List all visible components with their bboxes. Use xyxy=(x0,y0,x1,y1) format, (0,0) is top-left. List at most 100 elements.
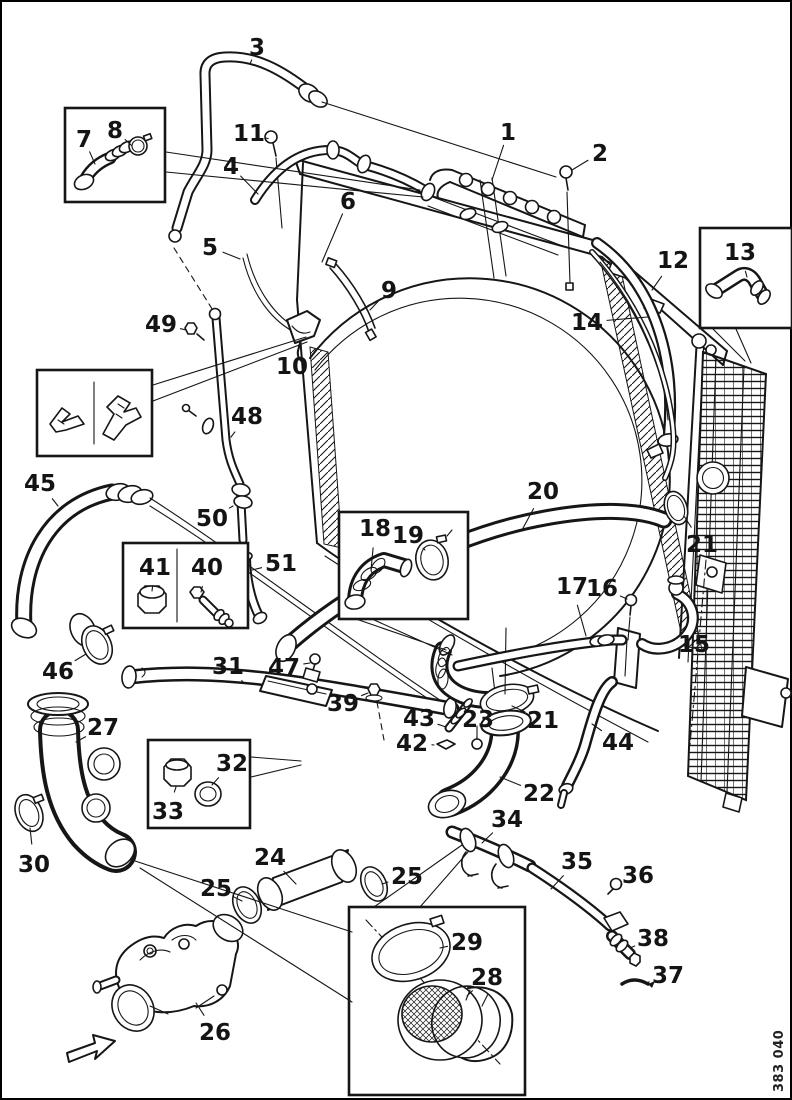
callout-label-21: 21 xyxy=(686,532,718,558)
nut-39 xyxy=(365,683,385,741)
inset-strainer-28-29 xyxy=(347,905,527,1097)
inset-pointer-lines xyxy=(131,151,752,1003)
callout-leader-16 xyxy=(619,595,628,600)
callout-label-24: 24 xyxy=(254,845,286,871)
callout-label-13: 13 xyxy=(724,240,756,266)
callout-leader-34 xyxy=(481,832,494,844)
callout-leader-21 xyxy=(511,705,526,713)
nut-49 xyxy=(184,322,205,341)
figure-number: 383 040 xyxy=(772,1030,787,1092)
callout-leader-29 xyxy=(439,945,449,949)
callout-label-38: 38 xyxy=(637,926,669,952)
callout-leader-28 xyxy=(466,990,474,997)
clamp-21-upper xyxy=(663,490,689,526)
pipe-24-and-clamps-25 xyxy=(231,849,389,924)
callout-label-37: 37 xyxy=(652,963,684,989)
callout-label-3: 3 xyxy=(249,35,265,61)
hose-15 xyxy=(636,575,699,655)
callout-label-18: 18 xyxy=(359,516,391,542)
callout-leader-21 xyxy=(683,515,692,528)
hose-35 xyxy=(526,862,629,932)
radiator-core xyxy=(686,350,792,813)
callout-label-21: 21 xyxy=(527,708,559,734)
callout-leader-6 xyxy=(321,213,344,263)
thermostat-housing-26 xyxy=(92,913,244,1032)
oring-32 xyxy=(194,781,222,807)
callout-label-15: 15 xyxy=(678,632,710,658)
callout-leader-18 xyxy=(370,547,374,571)
callout-label-32: 32 xyxy=(216,751,248,777)
strap-47 xyxy=(302,667,321,683)
callout-label-11: 11 xyxy=(233,121,265,147)
callout-label-43: 43 xyxy=(403,706,435,732)
callout-leader-7 xyxy=(89,151,96,165)
pipe-48-nipple xyxy=(208,307,222,321)
callout-label-46: 46 xyxy=(42,659,74,685)
callout-leader-27 xyxy=(75,736,87,743)
callout-label-4: 4 xyxy=(223,154,239,180)
callout-label-14: 14 xyxy=(571,310,603,336)
callout-leader-1 xyxy=(491,144,505,181)
vent-rail-1 xyxy=(427,168,586,256)
callout-label-25: 25 xyxy=(391,864,423,890)
callout-label-34: 34 xyxy=(491,807,523,833)
clip-42 xyxy=(436,739,456,750)
callout-leader-38 xyxy=(629,945,636,949)
callout-leader-30 xyxy=(29,827,33,845)
clamp-ring-21-lower xyxy=(479,627,540,717)
callout-label-20: 20 xyxy=(527,479,559,505)
hose-4 xyxy=(250,140,436,205)
clamp-25-right xyxy=(359,866,389,902)
callout-label-8: 8 xyxy=(107,118,123,144)
bolt-16 xyxy=(624,593,638,641)
oil-cooler-pipe-14 xyxy=(589,249,677,481)
callout-label-49: 49 xyxy=(145,312,177,338)
inset-plug-41-fitting-40 xyxy=(121,541,250,630)
callout-label-41: 41 xyxy=(139,555,171,581)
clamp-25-left xyxy=(231,886,263,924)
callout-leader-33 xyxy=(173,786,177,793)
callout-leader-51 xyxy=(251,567,263,571)
callout-label-12: 12 xyxy=(657,248,689,274)
bracket-10 xyxy=(286,310,321,364)
callout-leader-47 xyxy=(303,662,311,665)
callout-leader-39 xyxy=(361,692,369,697)
inset-elbow-13 xyxy=(698,226,792,330)
coolant-pipe-48-50 xyxy=(181,307,253,545)
hose-9 xyxy=(325,257,377,342)
callout-label-2: 2 xyxy=(592,141,608,167)
callout-label-17: 17 xyxy=(556,574,588,600)
callout-label-39: 39 xyxy=(327,691,359,717)
callout-leader-24 xyxy=(283,870,297,885)
charge-pipe-31 xyxy=(121,653,460,719)
fitting-38 xyxy=(606,930,641,967)
callout-label-9: 9 xyxy=(381,278,397,304)
callout-leader-26 xyxy=(195,1002,205,1016)
callout-label-31: 31 xyxy=(212,654,244,680)
callout-label-29: 29 xyxy=(451,930,483,956)
callout-label-6: 6 xyxy=(340,189,356,215)
callout-leader-35 xyxy=(550,875,564,890)
elbow-27-branch xyxy=(81,793,111,823)
seal-37 xyxy=(620,978,655,988)
callout-label-48: 48 xyxy=(231,404,263,430)
charge-elbow-18-installed xyxy=(430,634,497,709)
bolt-2 xyxy=(559,165,574,291)
pipe-strap xyxy=(201,417,215,435)
strainer-mesh xyxy=(401,985,463,1043)
callout-label-45: 45 xyxy=(24,471,56,497)
callout-leader-36 xyxy=(620,883,623,886)
hose-45 xyxy=(10,482,453,713)
callout-label-40: 40 xyxy=(191,555,223,581)
callout-leader-31 xyxy=(241,680,244,683)
radiator-inlet-neck xyxy=(696,461,730,495)
callout-label-16: 16 xyxy=(586,576,618,602)
inset-retaining-clips xyxy=(35,368,154,458)
callout-leader-8 xyxy=(124,139,133,147)
callout-label-30: 30 xyxy=(18,852,50,878)
callout-leader-9 xyxy=(369,299,380,311)
callout-label-27: 27 xyxy=(87,715,119,741)
charge-pipe-line xyxy=(149,497,453,713)
